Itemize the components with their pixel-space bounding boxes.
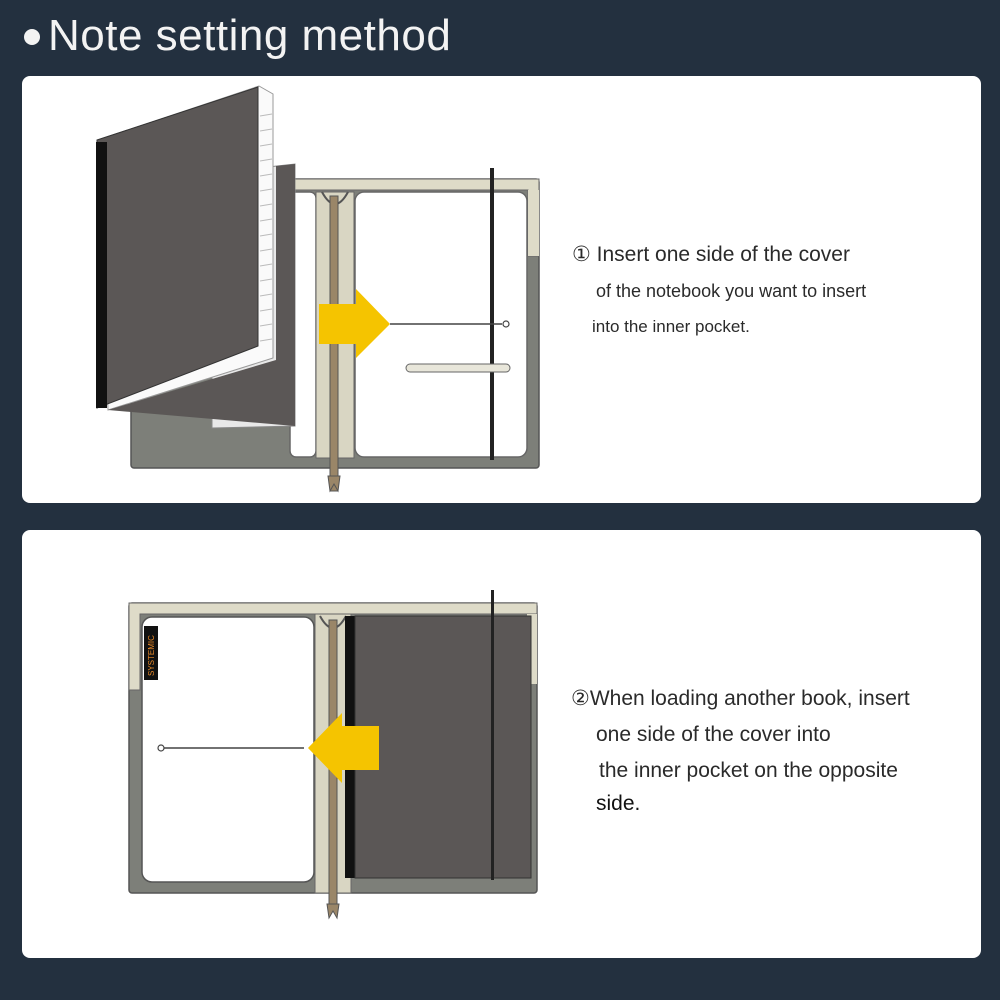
step-1-line: into the inner pocket. [592,317,750,336]
insert-second-book-illustration: SYSTEMIC [128,590,538,920]
brand-label: SYSTEMIC [147,635,156,676]
page-title: Note setting method [24,6,451,66]
step-2-panel: SYSTEMIC ②When loading another book, ins… [22,530,981,958]
step-2-line: side. [596,792,641,815]
step-1-line: of the notebook you want to insert [596,281,867,301]
step-1-line: ① Insert one side of the cover [572,243,850,266]
step-2-line: the inner pocket on the opposite [599,759,898,782]
insert-notebook-illustration [96,85,540,493]
step-2-line: ②When loading another book, insert [571,687,910,710]
bullet-icon [24,29,40,45]
step-1-panel: ① Insert one side of the cover of the no… [22,76,981,503]
step-2-line: one side of the cover into [596,723,831,746]
page-title-text: Note setting method [48,11,452,60]
